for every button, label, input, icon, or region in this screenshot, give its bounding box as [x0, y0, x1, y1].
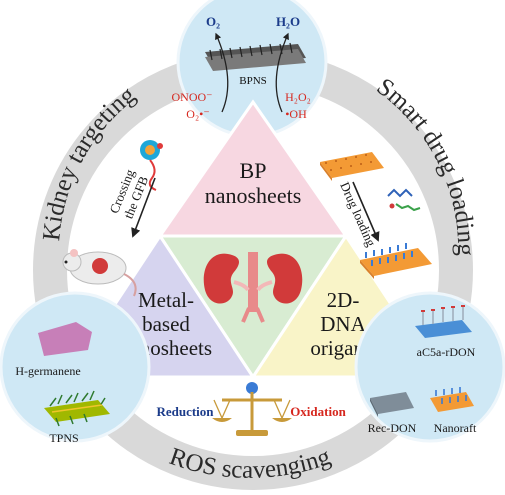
h2o2-label: H₂O₂	[285, 90, 311, 104]
h-germanene-label: H-germanene	[15, 364, 80, 378]
bpns-label: BPNS	[239, 75, 267, 87]
o2-radical-label: O₂•⁻	[186, 107, 209, 121]
top-triangle-title-line2: nanosheets	[205, 183, 302, 208]
ac5a-rdon-label: aC5a-rDON	[417, 345, 476, 359]
orange-sheet-icon	[320, 152, 384, 181]
h-germanene-sheet-icon	[38, 322, 92, 356]
right-circle: aC5a-rDON Rec-DON Nanoraft	[354, 291, 505, 443]
oh-label: •OH	[285, 107, 307, 121]
rec-don-icon	[370, 392, 414, 417]
nanoraft-icon	[430, 387, 474, 412]
nanoraft-label: Nanoraft	[434, 421, 477, 435]
reduction-label: Reduction	[156, 404, 214, 419]
left-circle: H-germanene TPNS	[0, 291, 151, 445]
ac5a-rdon-icon	[415, 305, 472, 338]
tpns-sheet-icon	[44, 390, 110, 427]
right-triangle-title-line1: 2D-	[327, 288, 360, 312]
loaded-sheet-icon	[360, 243, 432, 279]
o2-label: O₂	[206, 14, 220, 29]
drug-loading-arrow	[352, 181, 380, 242]
oxidation-label: Oxidation	[290, 404, 346, 419]
right-reaction-arrow	[275, 32, 289, 113]
kidney-icon	[203, 252, 303, 323]
crossing-gfb-arrow	[131, 177, 156, 238]
onoo-label: ONOO⁻	[172, 90, 213, 104]
right-triangle-title-line2: DNA	[320, 312, 366, 336]
top-triangle-title-line1: BP	[240, 158, 267, 183]
h2o-label: H₂O	[276, 14, 300, 29]
rec-don-label: Rec-DON	[368, 421, 417, 435]
left-reaction-arrow	[215, 32, 229, 113]
drug-molecule-icon	[387, 188, 421, 212]
balance-scale-icon	[212, 382, 292, 436]
left-triangle-title-line2: based	[142, 312, 190, 336]
left-triangle-title-line1: Metal-	[138, 288, 194, 312]
top-circle: O₂ H₂O BPNS ONOO⁻ O₂•⁻ H₂O₂ •OH	[172, 0, 328, 138]
tpns-label: TPNS	[49, 431, 78, 445]
mouse-icon	[62, 249, 137, 297]
